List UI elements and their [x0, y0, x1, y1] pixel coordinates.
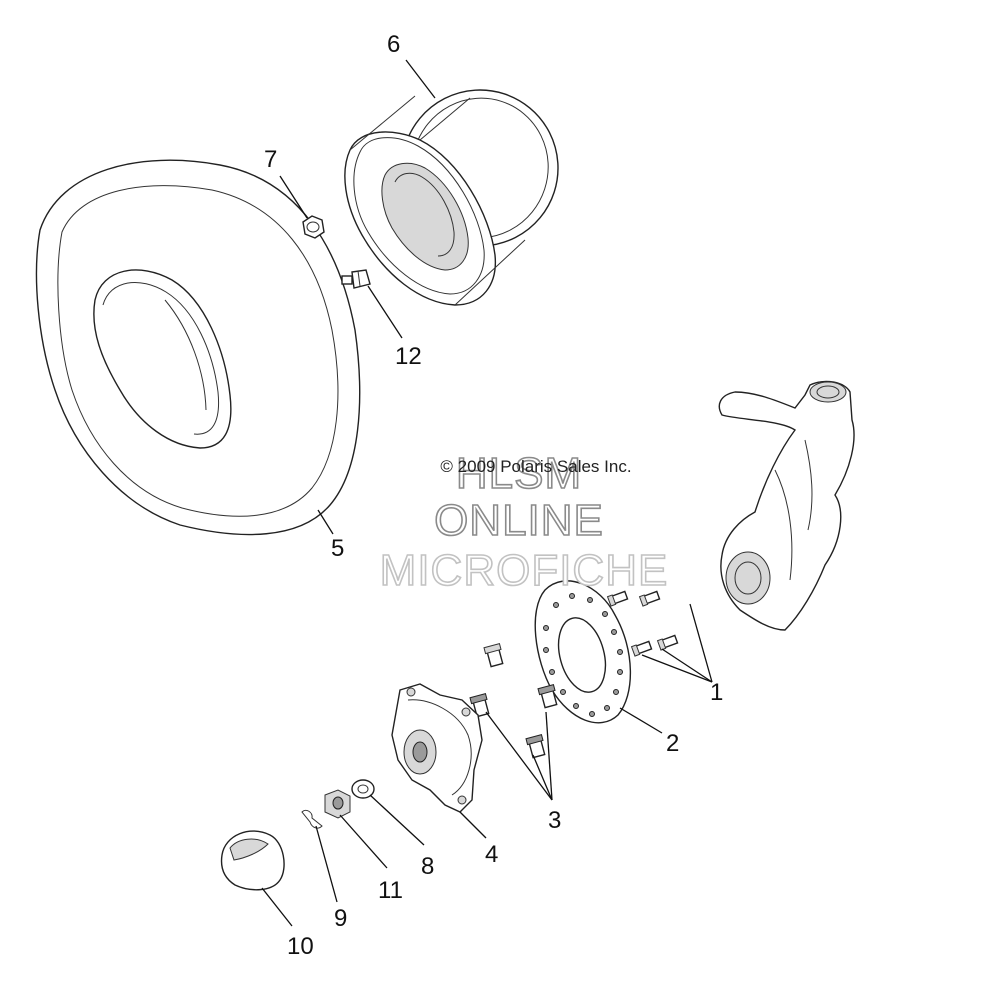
steering-knuckle [718, 380, 855, 631]
callout-12: 12 [395, 343, 422, 370]
callout-8: 8 [421, 853, 434, 880]
lug-nut [302, 215, 325, 239]
callout-11: 11 [378, 877, 403, 904]
washer [351, 779, 375, 799]
callout-3: 3 [548, 807, 561, 834]
hub-bolts [469, 643, 558, 759]
callout-2: 2 [666, 730, 679, 757]
tire [35, 159, 361, 536]
hub-cap [220, 830, 285, 891]
callout-6: 6 [387, 31, 400, 58]
callout-5: 5 [331, 535, 344, 562]
callout-9: 9 [334, 905, 347, 932]
cotter-pin [301, 809, 323, 829]
disc-bolts [606, 590, 679, 657]
callout-7: 7 [264, 146, 277, 173]
callout-10: 10 [287, 933, 314, 960]
watermark-line-2: ONLINE [434, 496, 604, 545]
callout-4: 4 [485, 841, 498, 868]
wheel-hub [391, 683, 483, 813]
castle-nut [324, 789, 351, 819]
watermark-line-1: HLSM [456, 449, 582, 498]
valve-stem [341, 269, 371, 289]
watermark-line-3: MICROFICHE [380, 546, 669, 595]
brake-disc [534, 580, 632, 724]
callout-1: 1 [710, 679, 723, 706]
callout-labels: 6 7 12 5 1 2 3 4 8 11 9 10 [264, 31, 723, 960]
wheel-rim [344, 89, 559, 306]
copyright-notice: © 2009 Polaris Sales Inc. [440, 457, 631, 476]
watermark: HLSM ONLINE MICROFICHE [379, 448, 669, 596]
leader-lines [261, 59, 713, 927]
